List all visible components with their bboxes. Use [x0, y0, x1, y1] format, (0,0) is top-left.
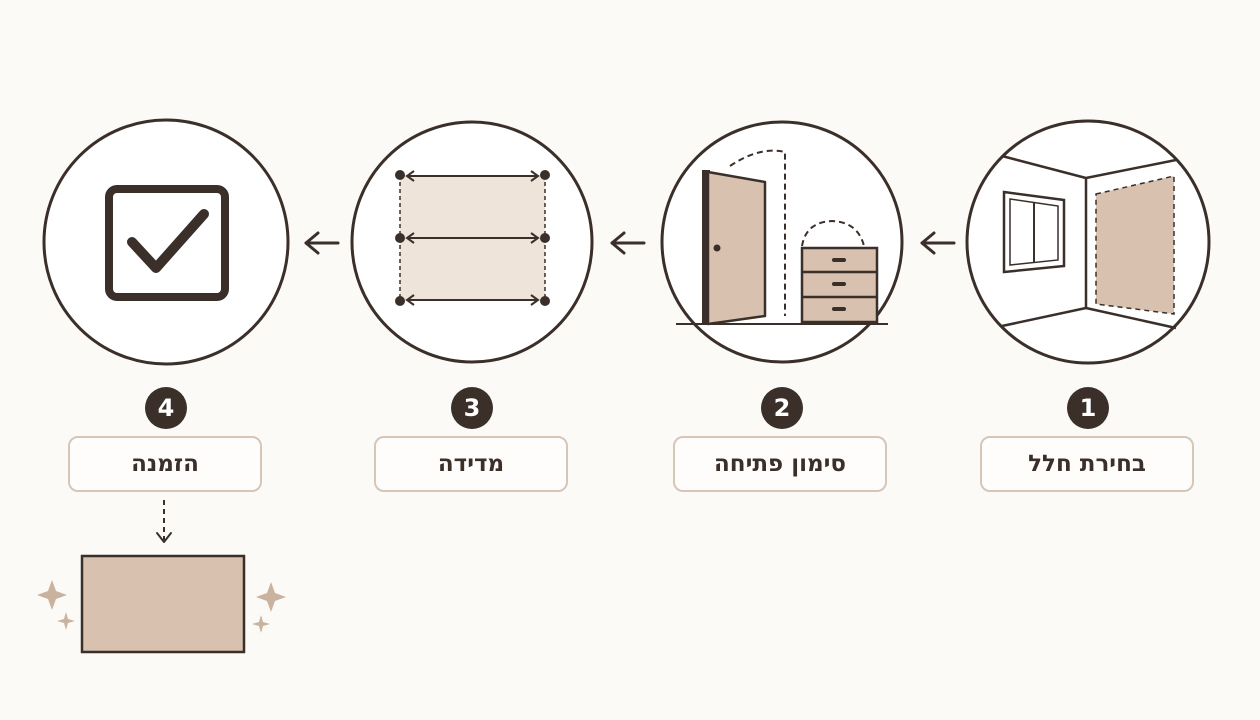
finished-panel-icon: [80, 554, 246, 654]
step-number-badge: 4: [145, 387, 187, 429]
arrow-left-icon: [610, 231, 646, 255]
arrow-left-icon: [920, 231, 956, 255]
step-1-illustration: [965, 119, 1211, 365]
room-corner-icon: [1001, 154, 1177, 330]
arrow-left-icon: [304, 231, 340, 255]
step-3-illustration: [350, 120, 594, 364]
measurement-grid-icon: [395, 170, 550, 306]
sparkle-icon: [252, 582, 286, 633]
door-drawer-clearance-icon: [676, 149, 888, 326]
step-2-illustration: [660, 120, 904, 364]
step-4-illustration: [42, 118, 290, 366]
step-label-order: הזמנה: [68, 436, 262, 492]
sparkle-icon: [37, 580, 75, 630]
step-number-badge: 2: [761, 387, 803, 429]
step-label-mark-opening: סימון פתיחה: [673, 436, 887, 492]
step-number-badge: 1: [1067, 387, 1109, 429]
step-label-measure: מדידה: [374, 436, 568, 492]
arrow-down-icon: [156, 500, 172, 543]
checkmark-icon: [105, 185, 229, 301]
step-label-choose-space: בחירת חלל: [980, 436, 1194, 492]
step-number-badge: 3: [451, 387, 493, 429]
